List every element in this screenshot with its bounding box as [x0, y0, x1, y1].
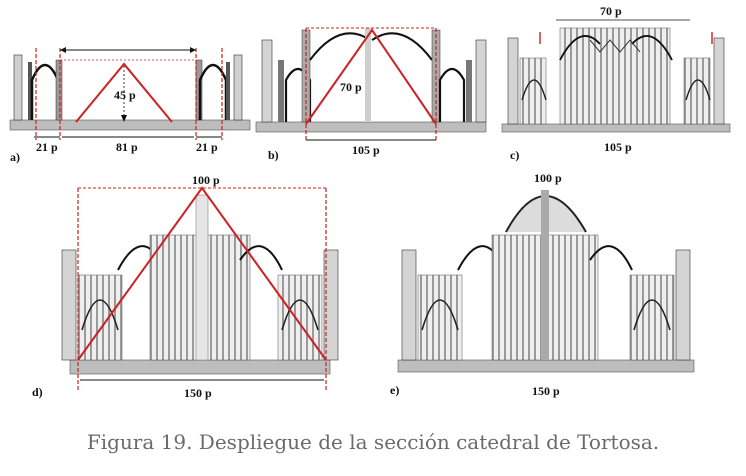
panel-a-right-width: 21 p	[196, 140, 218, 154]
panel-b-drawing	[255, 27, 487, 142]
panel-b-height: 70 p	[340, 80, 362, 94]
panel-c-drawing	[501, 19, 731, 133]
panel-e-letter: e)	[390, 383, 400, 397]
panel-b-width: 105 p	[352, 143, 380, 157]
panel-a-drawing	[9, 47, 251, 140]
panel-e-width: 150 p	[532, 384, 560, 398]
panel-d-letter: d)	[32, 385, 43, 399]
panel-a-left-width: 21 p	[36, 140, 58, 154]
panel-b-letter: b)	[268, 148, 279, 162]
panel-e-height: 100 p	[534, 171, 562, 185]
panel-d-height: 100 p	[192, 173, 220, 187]
figure-caption: Figura 19. Despliegue de la sección cate…	[86, 430, 660, 454]
panel-d-width: 150 p	[184, 386, 212, 400]
panel-a-height: 45 p	[114, 88, 136, 102]
panel-c-width: 105 p	[604, 140, 632, 154]
cathedral-section-figure	[9, 19, 731, 392]
panel-c-letter: c)	[510, 148, 520, 162]
panel-a-center-width: 81 p	[116, 140, 138, 154]
panel-c-height: 70 p	[600, 4, 622, 18]
panel-d-drawing	[61, 186, 339, 392]
panel-e-drawing	[397, 190, 695, 373]
panel-a-letter: a)	[10, 150, 20, 164]
